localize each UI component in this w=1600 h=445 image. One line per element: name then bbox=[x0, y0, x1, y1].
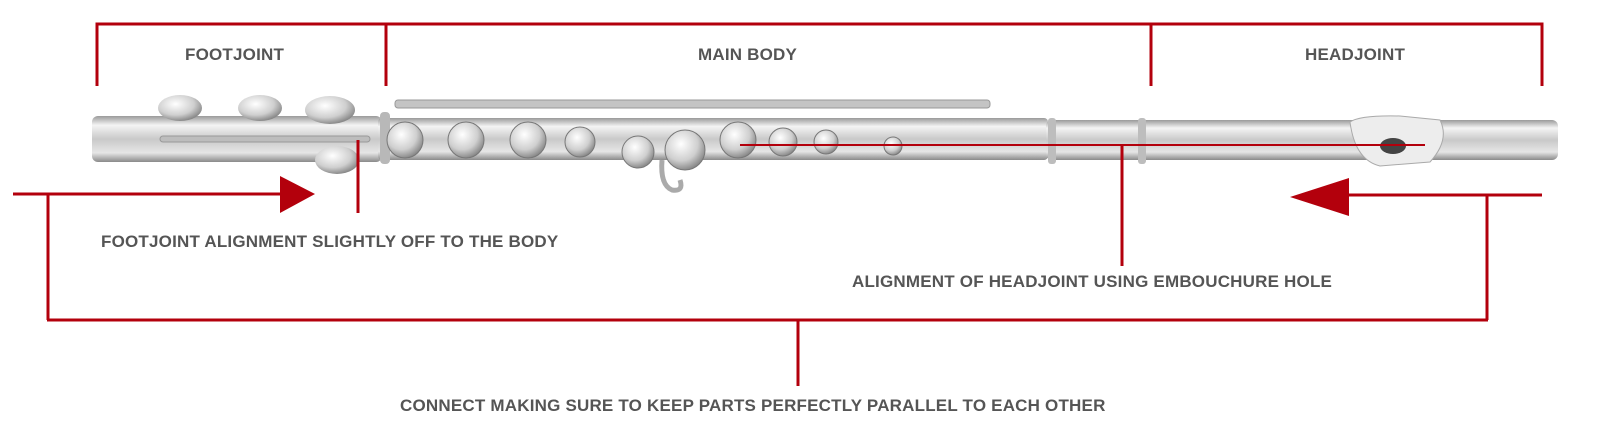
footjoint-alignment-note: FOOTJOINT ALIGNMENT SLIGHTLY OFF TO THE … bbox=[101, 232, 559, 251]
footjoint-label: FOOTJOINT bbox=[185, 45, 285, 64]
connection-lines bbox=[13, 140, 1542, 386]
main-body-label: MAIN BODY bbox=[698, 45, 798, 64]
headjoint-alignment-note: ALIGNMENT OF HEADJOINT USING EMBOUCHURE … bbox=[852, 272, 1333, 291]
connect-note: CONNECT MAKING SURE TO KEEP PARTS PERFEC… bbox=[400, 396, 1106, 415]
headjoint-label: HEADJOINT bbox=[1305, 45, 1406, 64]
section-brackets bbox=[95, 22, 1544, 86]
flute-image bbox=[92, 95, 1558, 193]
arrow-right-icon bbox=[280, 176, 315, 213]
arrow-left-icon bbox=[1290, 178, 1349, 216]
